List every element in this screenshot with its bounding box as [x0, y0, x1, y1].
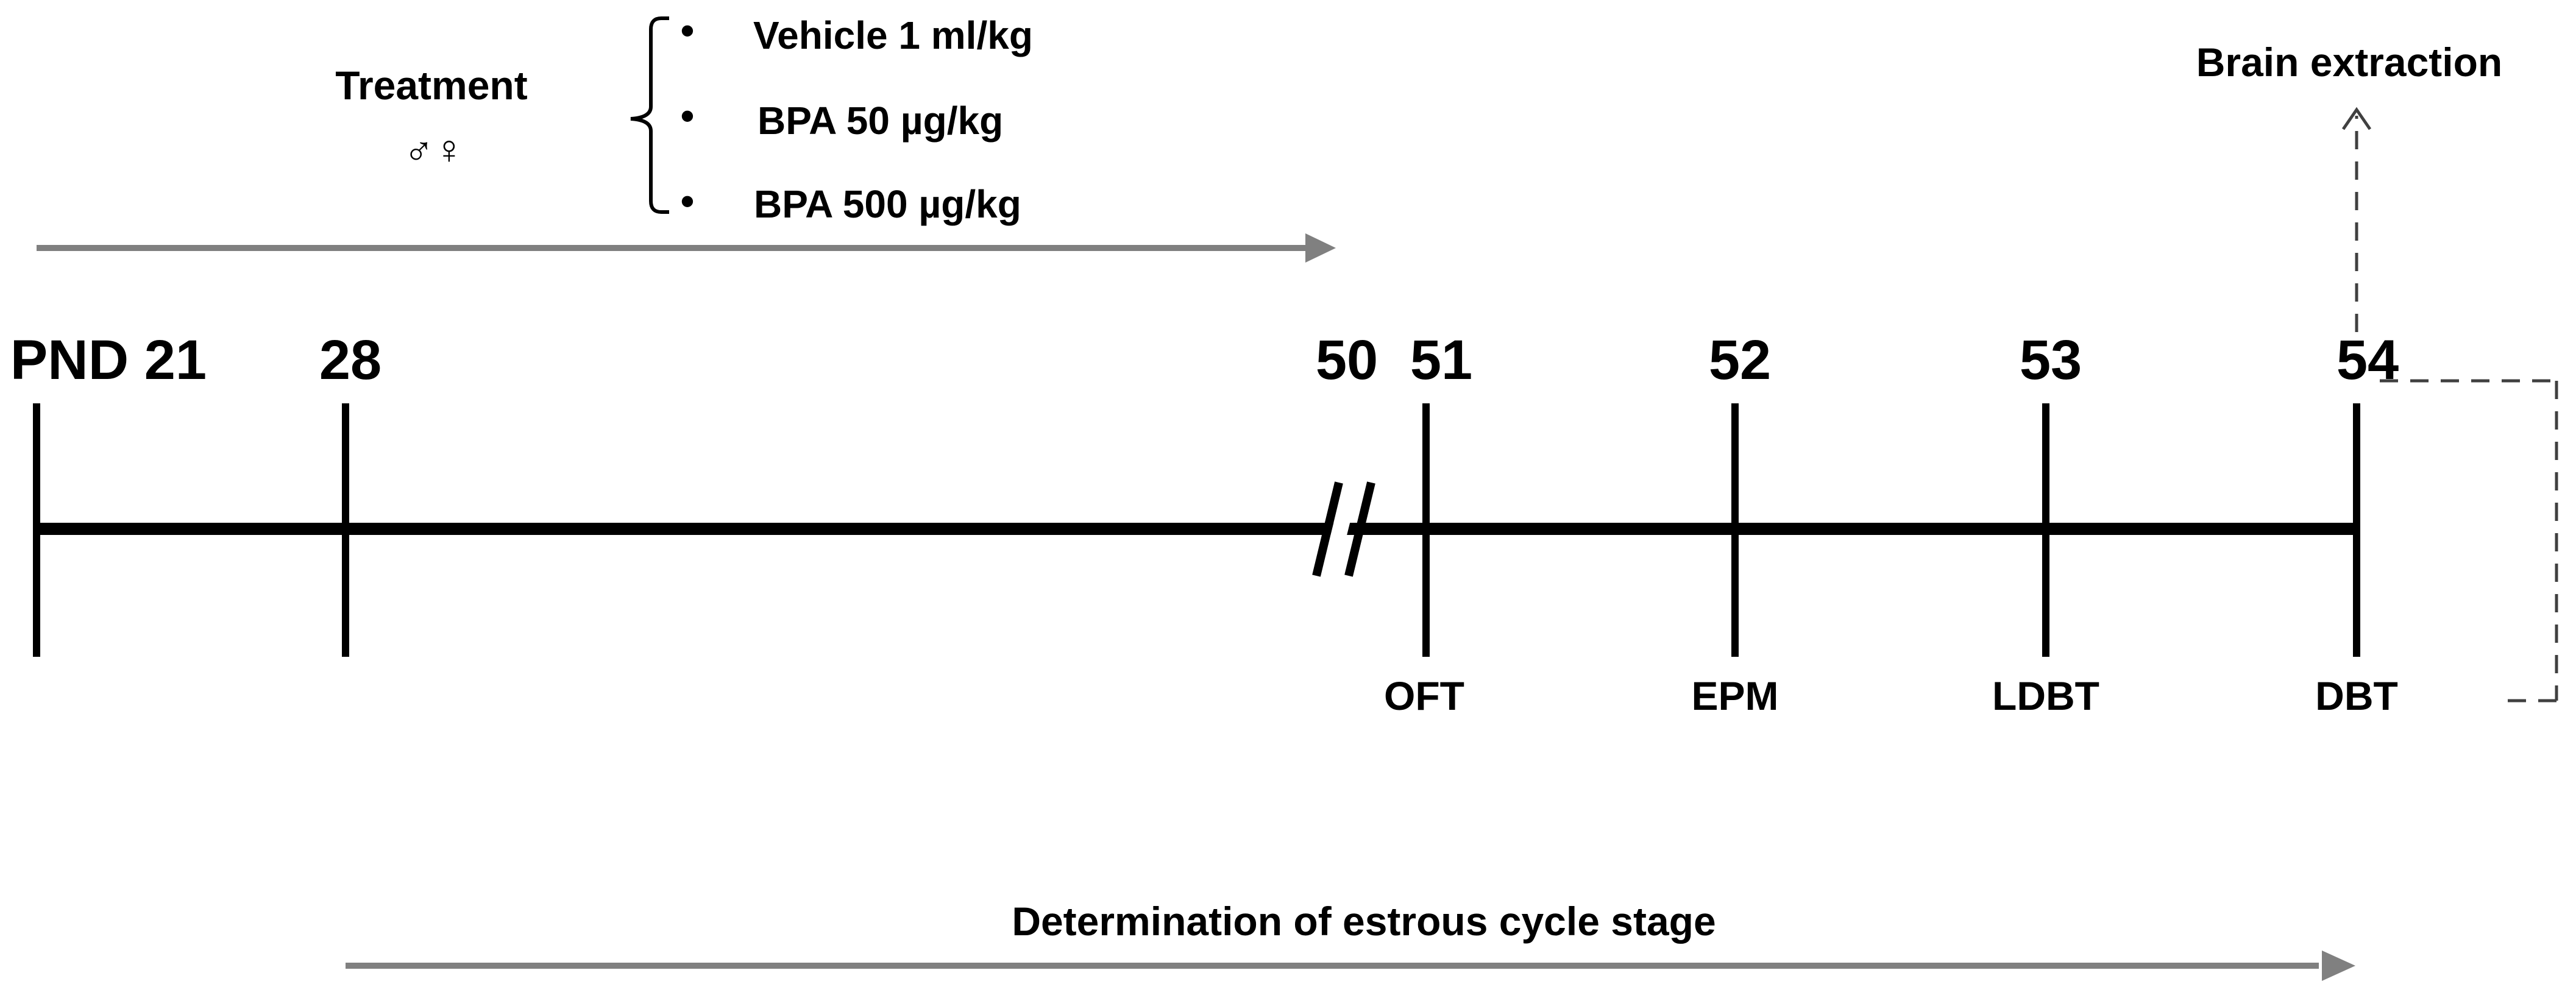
treatment-group-list: • Vehicle 1 ml/kg • BPA 50 µg/kg • BPA 5…	[681, 9, 1033, 226]
treatment-arrow	[37, 233, 1336, 263]
bullet: •	[681, 94, 694, 138]
group-bpa-50: BPA 50 µg/kg	[758, 99, 1003, 143]
dbt-to-extraction-bracket	[2380, 379, 2558, 702]
day-label-51: 51	[1410, 329, 1472, 391]
axis-break-icon	[1312, 481, 1375, 578]
estrous-label: Determination of estrous cycle stage	[1012, 899, 1716, 944]
group-bpa-500: BPA 500 µg/kg	[754, 182, 1021, 226]
test-label-ldbt: LDBT	[1992, 673, 2099, 718]
brain-extraction-arrow	[2341, 107, 2372, 332]
estrous-arrow	[346, 950, 2355, 981]
treatment-title: Treatment	[335, 63, 527, 108]
day-label-pnd21: PND 21	[10, 329, 207, 391]
day-label-50: 50	[1316, 329, 1378, 391]
bullet: •	[681, 9, 694, 52]
brain-extraction-label: Brain extraction	[2196, 40, 2502, 85]
day-label-52: 52	[1709, 329, 1771, 391]
day-label-53: 53	[2020, 329, 2082, 391]
test-label-oft: OFT	[1384, 673, 1464, 718]
bullet: •	[681, 179, 694, 223]
treatment-brace	[630, 16, 669, 214]
test-label-epm: EPM	[1691, 673, 1778, 718]
day-label-28: 28	[319, 329, 381, 391]
sex-symbols: ♂♀	[404, 127, 464, 172]
group-vehicle: Vehicle 1 ml/kg	[753, 13, 1033, 57]
test-label-dbt: DBT	[2315, 673, 2398, 718]
main-timeline	[33, 403, 2360, 657]
